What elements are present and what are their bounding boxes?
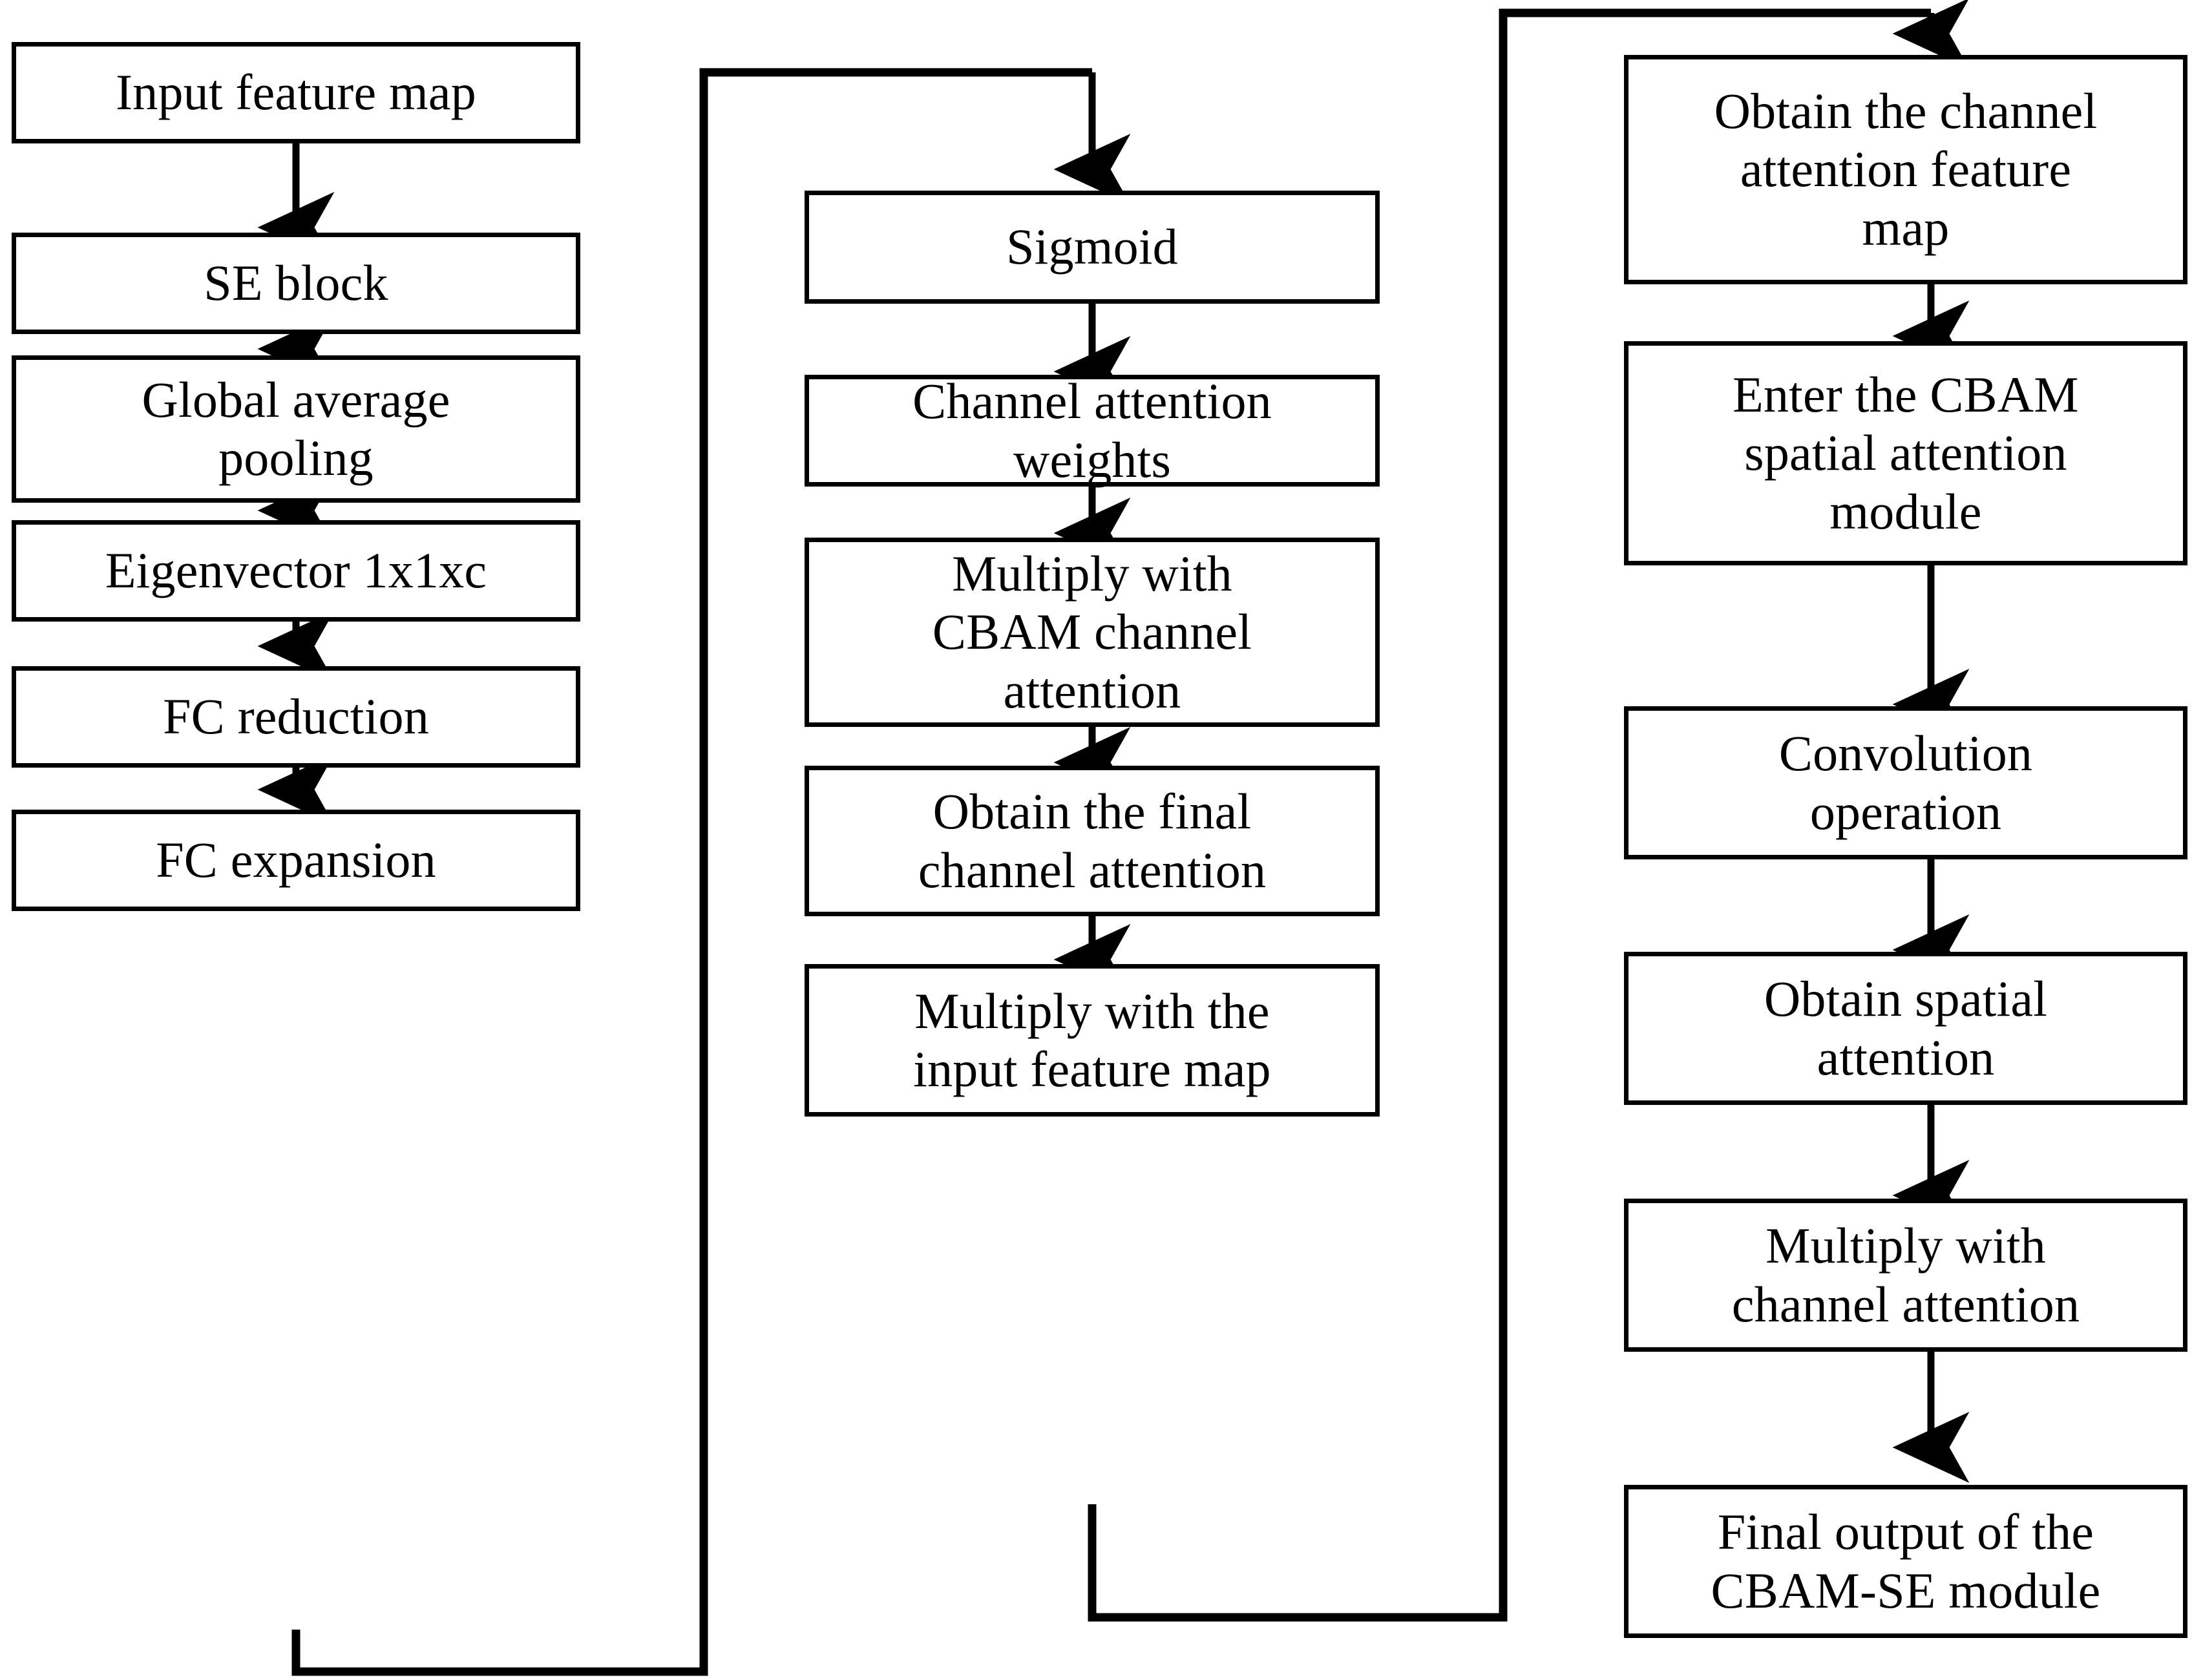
node-label: Obtain the final channel attention xyxy=(918,783,1267,898)
node-eigenvector[interactable]: Eigenvector 1x1xc xyxy=(12,520,580,622)
node-obtain-spatial-attention[interactable]: Obtain spatial attention xyxy=(1624,952,2187,1105)
node-fc-expansion[interactable]: FC expansion xyxy=(12,810,580,911)
node-label: Input feature map xyxy=(116,64,476,121)
node-input-feature-map[interactable]: Input feature map xyxy=(12,42,580,143)
node-label: Multiply with the input feature map xyxy=(913,982,1271,1097)
node-label: FC expansion xyxy=(156,832,436,888)
node-label: Multiply with channel attention xyxy=(1731,1217,2080,1332)
node-global-average-pooling[interactable]: Global average pooling xyxy=(12,355,580,503)
node-multiply-with-input-feature-map[interactable]: Multiply with the input feature map xyxy=(805,964,1380,1117)
node-label: Sigmoid xyxy=(1006,218,1178,275)
node-multiply-with-cbam-channel-attention[interactable]: Multiply with CBAM channel attention xyxy=(805,538,1380,727)
node-label: Final output of the CBAM-SE module xyxy=(1711,1504,2101,1619)
node-obtain-channel-attention-feature-map[interactable]: Obtain the channel attention feature map xyxy=(1624,55,2187,284)
node-fc-reduction[interactable]: FC reduction xyxy=(12,666,580,768)
node-label: Obtain the channel attention feature map xyxy=(1714,82,2098,256)
node-sigmoid[interactable]: Sigmoid xyxy=(805,191,1380,304)
edge-multinput-to-obtaincafm-route xyxy=(1088,8,1931,1622)
node-se-block[interactable]: SE block xyxy=(12,233,580,334)
node-label: Obtain spatial attention xyxy=(1764,971,2048,1086)
node-obtain-final-channel-attention[interactable]: Obtain the final channel attention xyxy=(805,766,1380,916)
node-label: SE block xyxy=(204,255,388,311)
node-enter-cbam-spatial-attention-module[interactable]: Enter the CBAM spatial attention module xyxy=(1624,341,2187,565)
node-label: Global average pooling xyxy=(142,371,450,486)
node-label: Channel attention weights xyxy=(912,373,1272,488)
edge-fcexp-to-sigmoid-route xyxy=(291,68,1092,1676)
node-multiply-with-channel-attention[interactable]: Multiply with channel attention xyxy=(1624,1199,2187,1352)
node-convolution-operation[interactable]: Convolution operation xyxy=(1624,706,2187,859)
node-label: FC reduction xyxy=(163,688,429,745)
node-label: Convolution operation xyxy=(1778,725,2033,840)
node-channel-attention-weights[interactable]: Channel attention weights xyxy=(805,373,1380,488)
node-label: Enter the CBAM spatial attention module xyxy=(1733,366,2079,540)
node-label: Eigenvector 1x1xc xyxy=(105,542,487,599)
node-label: Multiply with CBAM channel attention xyxy=(932,545,1252,719)
node-final-output-cbam-se-module[interactable]: Final output of the CBAM-SE module xyxy=(1624,1485,2187,1638)
